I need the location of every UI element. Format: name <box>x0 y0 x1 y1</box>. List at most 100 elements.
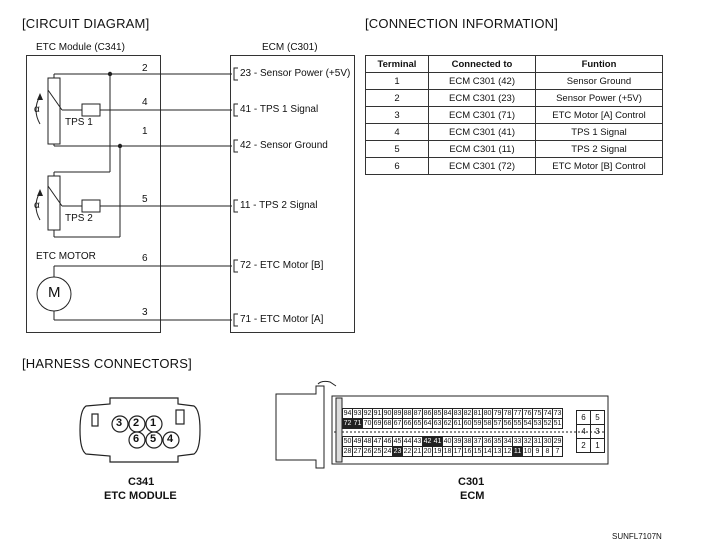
c301-pin: 14 <box>482 446 493 457</box>
c301-pin: 46 <box>382 436 393 447</box>
c301-pin: 71 <box>352 418 363 429</box>
c301-pin: 87 <box>412 408 423 419</box>
c301-pin: 41 <box>432 436 443 447</box>
c301-pin: 68 <box>382 418 393 429</box>
c301-pin: 89 <box>392 408 403 419</box>
c301-pin: 84 <box>442 408 453 419</box>
c341-name: C341 <box>128 476 155 488</box>
wire-number: 5 <box>142 194 148 205</box>
c301-pin: 49 <box>352 436 363 447</box>
c301-pin: 9 <box>532 446 543 457</box>
c301-pin: 51 <box>552 418 563 429</box>
c301-pin: 55 <box>512 418 523 429</box>
c301-pin: 81 <box>472 408 483 419</box>
c301-pin: 70 <box>362 418 373 429</box>
etc-module-title: ETC Module (C341) <box>36 42 125 53</box>
c301-pin: 22 <box>402 446 413 457</box>
table-row: 1 ECM C301 (42) Sensor Ground <box>365 72 663 90</box>
cell-connected: ECM C301 (42) <box>428 72 536 90</box>
c301-pin: 40 <box>442 436 453 447</box>
c301-pin: 23 <box>392 446 403 457</box>
c301-pin: 57 <box>492 418 503 429</box>
c301-pin: 43 <box>412 436 423 447</box>
c301-pin: 74 <box>542 408 553 419</box>
c301-pin: 42 <box>422 436 433 447</box>
c301-pin: 85 <box>432 408 443 419</box>
c301-pin: 80 <box>482 408 493 419</box>
c301-pin: 83 <box>452 408 463 419</box>
c301-pin: 45 <box>392 436 403 447</box>
c301-pin: 10 <box>522 446 533 457</box>
c301-pin: 37 <box>472 436 483 447</box>
c301-outline <box>275 380 609 469</box>
c301-pin: 17 <box>452 446 463 457</box>
cell-connected: ECM C301 (23) <box>428 89 536 107</box>
wire-number: 6 <box>142 253 148 264</box>
table-row: 4 ECM C301 (41) TPS 1 Signal <box>365 123 663 141</box>
c301-pin: 30 <box>542 436 553 447</box>
c301-pin: 31 <box>532 436 543 447</box>
ecm-terminal-label: 41 - TPS 1 Signal <box>240 104 319 115</box>
c301-pin: 35 <box>492 436 503 447</box>
c301-pin: 34 <box>502 436 513 447</box>
c301-pin: 72 <box>342 418 353 429</box>
tps2-label: TPS 2 <box>65 213 93 224</box>
ecm-terminal-label: 23 - Sensor Power (+5V) <box>240 68 351 79</box>
c341-pin: 2 <box>133 417 140 429</box>
cell-function: ETC Motor [A] Control <box>535 106 663 124</box>
c301-pin: 93 <box>352 408 363 419</box>
tps1-resistor <box>47 77 61 145</box>
cell-terminal: 1 <box>365 72 429 90</box>
c341-pin: 4 <box>167 433 174 445</box>
c301-side-pin: 3 <box>590 424 605 439</box>
c301-side-pin: 6 <box>576 410 591 425</box>
cell-connected: ECM C301 (11) <box>428 140 536 158</box>
connection-table: Terminal Connected to Funtion 1 ECM C301… <box>365 55 663 175</box>
wire-number: 3 <box>142 307 148 318</box>
c301-pin: 59 <box>472 418 483 429</box>
c301-pin: 7 <box>552 446 563 457</box>
cell-connected: ECM C301 (72) <box>428 157 536 175</box>
ecm-terminal-label: 42 - Sensor Ground <box>240 140 328 151</box>
cell-terminal: 6 <box>365 157 429 175</box>
c301-pin: 25 <box>372 446 383 457</box>
c301-pin: 20 <box>422 446 433 457</box>
c301-pin: 21 <box>412 446 423 457</box>
c301-name: C301 <box>458 476 485 488</box>
ecm-title: ECM (C301) <box>262 42 318 53</box>
c301-pin: 69 <box>372 418 383 429</box>
cell-function: TPS 1 Signal <box>535 123 663 141</box>
c301-pin: 24 <box>382 446 393 457</box>
tps2-resistor <box>47 175 61 231</box>
c301-pin: 47 <box>372 436 383 447</box>
ecm-box <box>230 55 355 333</box>
c301-pin: 15 <box>472 446 483 457</box>
c341-pin: 5 <box>150 433 157 445</box>
c301-pin: 76 <box>522 408 533 419</box>
c301-pin: 13 <box>492 446 503 457</box>
c301-pin: 62 <box>442 418 453 429</box>
etc-module-box <box>26 55 161 333</box>
cell-function: Sensor Power (+5V) <box>535 89 663 107</box>
table-row: 5 ECM C301 (11) TPS 2 Signal <box>365 140 663 158</box>
wire-number: 4 <box>142 97 148 108</box>
c301-pin: 58 <box>482 418 493 429</box>
c301-pin: 77 <box>512 408 523 419</box>
motor-symbol: M <box>48 284 61 301</box>
c301-pin: 90 <box>382 408 393 419</box>
c301-pin: 8 <box>542 446 553 457</box>
c301-pin: 79 <box>492 408 503 419</box>
table-row: 2 ECM C301 (23) Sensor Power (+5V) <box>365 89 663 107</box>
c301-pin: 33 <box>512 436 523 447</box>
c301-pin: 73 <box>552 408 563 419</box>
col-header-function: Funtion <box>535 55 663 73</box>
